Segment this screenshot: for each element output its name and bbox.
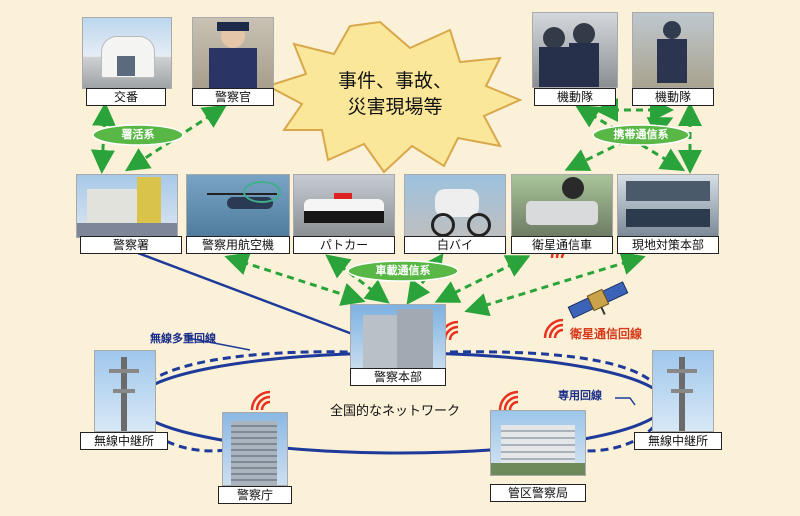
relay-right-node: 無線中継所 — [630, 350, 725, 455]
satellite-line-label: 衛星通信回線 — [570, 325, 642, 342]
motorcycle-label: 白バイ — [404, 236, 506, 254]
regional-bureau-label: 管区警察局 — [490, 484, 586, 502]
police-station-photo — [76, 174, 178, 238]
officer-label: 警察官 — [192, 88, 274, 106]
patrol-car-node: パトカー — [293, 174, 398, 259]
multiplex-line-label: 無線多重回線 — [150, 330, 216, 346]
npa-node: 警察庁 — [218, 412, 298, 512]
koban-label: 交番 — [86, 88, 166, 106]
aircraft-label: 警察用航空機 — [186, 236, 290, 254]
riot-police-2-photo — [632, 12, 714, 88]
radio-wave-icon — [252, 392, 270, 410]
field-hq-node: 現地対策本部 — [617, 174, 722, 259]
patrol-car-label: パトカー — [293, 236, 395, 254]
npa-photo — [222, 412, 288, 486]
koban-node: 交番 — [82, 17, 172, 107]
incident-line1: 事件、事故、 — [320, 68, 470, 94]
police-station-label: 警察署 — [80, 236, 182, 254]
dedicated-line-label: 専用回線 — [558, 387, 602, 403]
shasai-label: 車載通信系 — [348, 262, 458, 280]
radio-wave-icon — [500, 392, 518, 410]
incident-line2: 災害現場等 — [320, 94, 470, 120]
regional-bureau-photo — [490, 410, 586, 476]
satellite-car-node: 衛星通信車 — [511, 174, 616, 259]
hq-photo — [350, 304, 446, 370]
keitai-label: 携帯通信系 — [593, 126, 689, 144]
officer-photo — [192, 17, 274, 89]
koban-photo — [82, 17, 172, 89]
hq-node: 警察本部 — [350, 304, 450, 389]
npa-label: 警察庁 — [218, 486, 292, 504]
link-fieldhq-hq — [470, 258, 640, 310]
regional-bureau-node: 管区警察局 — [490, 410, 590, 510]
relay-right-label: 無線中継所 — [634, 432, 722, 450]
hq-label: 警察本部 — [350, 368, 446, 386]
shokatsu-label: 署活系 — [93, 126, 183, 144]
relay-left-label: 無線中継所 — [80, 432, 168, 450]
officer-node: 警察官 — [192, 17, 282, 107]
radio-wave-icon — [545, 320, 563, 338]
network-label: 全国的なネットワーク — [330, 400, 460, 419]
relay-right-photo — [652, 350, 714, 432]
aircraft-node: 警察用航空機 — [186, 174, 291, 259]
satellite-icon — [567, 280, 632, 327]
riot-police-2-node: 機動隊 — [632, 12, 722, 107]
motorcycle-photo — [404, 174, 506, 238]
field-hq-label: 現地対策本部 — [617, 236, 719, 254]
police-station-node: 警察署 — [76, 174, 186, 259]
patrol-car-photo — [293, 174, 395, 238]
riot-police-2-label: 機動隊 — [632, 88, 714, 106]
riot-police-1-photo — [532, 12, 618, 88]
relay-left-node: 無線中継所 — [80, 350, 170, 455]
riot-police-1-node: 機動隊 — [532, 12, 622, 107]
satellite-car-label: 衛星通信車 — [511, 236, 613, 254]
incident-text: 事件、事故、 災害現場等 — [320, 68, 470, 120]
satellite-car-photo — [511, 174, 613, 238]
aircraft-photo — [186, 174, 290, 238]
riot-police-1-label: 機動隊 — [534, 88, 616, 106]
motorcycle-node: 白バイ — [404, 174, 509, 259]
relay-left-photo — [94, 350, 156, 432]
field-hq-photo — [617, 174, 719, 238]
